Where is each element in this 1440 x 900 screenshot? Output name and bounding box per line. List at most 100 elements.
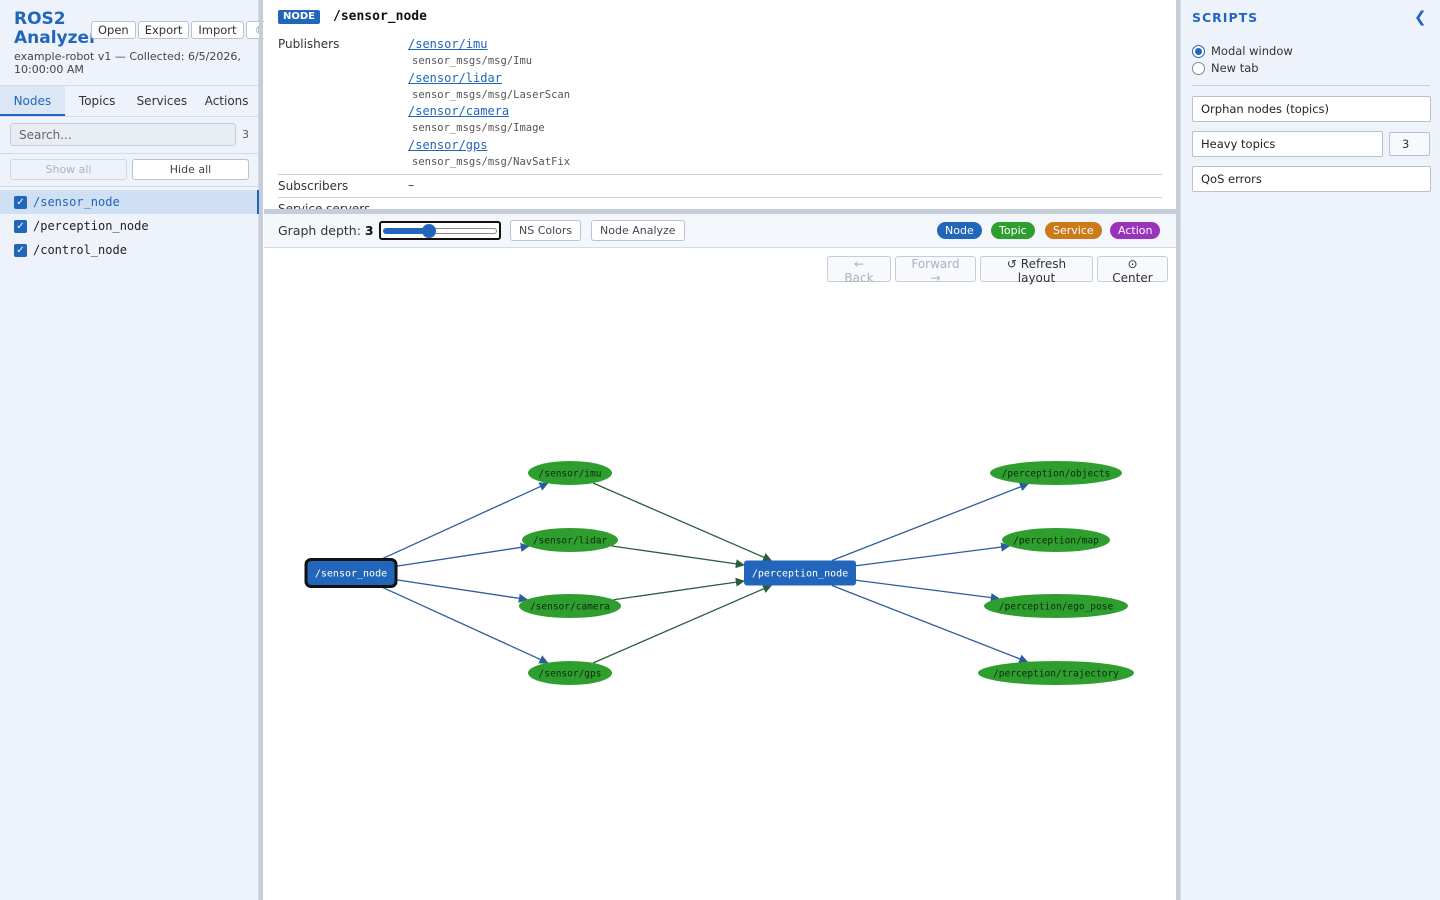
tab-services[interactable]: Services — [136, 94, 188, 108]
graph-edge — [380, 482, 549, 561]
publishers-list: /sensor/imu sensor_msgs/msg/Imu /sensor/… — [408, 36, 570, 170]
result-count: 3 — [242, 128, 249, 141]
collection-meta: example-robot v1 — Collected: 6/5/2026, … — [14, 50, 241, 76]
graph-label: /sensor_node — [315, 569, 387, 580]
graph-edge — [592, 482, 773, 562]
graph-topic-shape[interactable] — [528, 461, 612, 485]
info-panel: NODE /sensor_node Publishers /sensor/imu… — [264, 0, 1176, 210]
graph-edge — [855, 579, 1000, 603]
graph-topic-shape[interactable] — [1002, 528, 1110, 552]
topic-link[interactable]: /sensor/gps — [408, 137, 488, 152]
sidebar-resize-handle[interactable] — [259, 0, 263, 900]
radio-modal-window[interactable]: Modal window — [1192, 44, 1293, 58]
graph-label: /sensor/gps — [539, 669, 602, 680]
center-button[interactable]: ⊙ Center — [1097, 256, 1168, 285]
forward-button[interactable]: Forward → — [895, 256, 976, 285]
list-item[interactable]: ✓ /sensor_node — [0, 190, 259, 214]
graph-label: /perception/objects — [1002, 469, 1111, 480]
graph-topic[interactable]: /sensor/lidar — [522, 528, 618, 552]
subscribers-value: – — [408, 178, 414, 192]
tab-actions[interactable]: Actions — [204, 94, 249, 108]
topic-link[interactable]: /sensor/camera — [408, 104, 510, 118]
publishers-label: Publishers — [278, 37, 340, 51]
graph-topic[interactable]: /perception/objects — [990, 461, 1122, 485]
graph-topic-shape[interactable] — [522, 528, 618, 552]
graph-topic[interactable]: /sensor/camera — [519, 594, 621, 618]
back-button[interactable]: ← Back — [827, 256, 891, 285]
collapse-icon[interactable]: ❮ — [1414, 8, 1427, 26]
node-analyze-button[interactable]: Node Analyze — [591, 220, 685, 241]
graph-label: /sensor/camera — [530, 602, 610, 613]
node-list: ✓ /sensor_node ✓ /perception_node ✓ /con… — [0, 190, 259, 262]
graph-topic-shape[interactable] — [990, 461, 1122, 485]
checkbox-checked-icon[interactable]: ✓ — [14, 243, 27, 257]
graph-topic[interactable]: /perception/trajectory — [978, 661, 1134, 685]
slider-thumb[interactable] — [422, 224, 436, 238]
depth-label: Graph depth: 3 — [278, 223, 374, 238]
heavy-topics-button[interactable]: Heavy topics — [1192, 131, 1383, 157]
graph-topic[interactable]: /sensor/gps — [528, 661, 612, 685]
divider — [1192, 85, 1430, 86]
qos-errors-button[interactable]: QoS errors — [1192, 166, 1431, 192]
graph-topic[interactable]: /sensor/imu — [528, 461, 612, 485]
graph-edge — [395, 579, 528, 603]
show-all-button[interactable]: Show all — [10, 159, 127, 180]
graph-node[interactable]: /perception_node — [744, 560, 856, 586]
heavy-topics-count-input[interactable] — [1389, 132, 1430, 156]
topic-link[interactable]: /sensor/lidar — [408, 70, 502, 85]
checkbox-checked-icon[interactable]: ✓ — [14, 195, 27, 209]
graph-label: /perception/trajectory — [993, 669, 1119, 680]
divider — [0, 153, 259, 154]
radio-new-tab[interactable]: New tab — [1192, 61, 1259, 75]
graph-node-shape[interactable] — [304, 558, 398, 588]
graph-node-shape[interactable] — [744, 560, 856, 586]
list-item[interactable]: ✓ /perception_node — [0, 214, 259, 238]
graph-topic-shape[interactable] — [978, 661, 1134, 685]
orphan-nodes-button[interactable]: Orphan nodes (topics) — [1192, 96, 1431, 122]
graph-svg[interactable]: /sensor_node/perception_node/sensor/imu /… — [264, 249, 1176, 900]
tab-topics[interactable]: Topics — [78, 94, 116, 108]
sidebar: ROS2 Analyzer Open Export Import ☾ examp… — [0, 0, 270, 900]
legend-node: Node — [937, 222, 982, 239]
graph-topic-shape[interactable] — [519, 594, 621, 618]
slider-fill — [383, 228, 431, 234]
graph-topic[interactable]: /perception/ego_pose — [984, 594, 1128, 618]
graph-label: /perception/map — [1013, 536, 1099, 547]
graph-node[interactable]: /sensor_node — [304, 558, 398, 588]
graph-edge — [592, 584, 773, 664]
legend-action: Action — [1110, 222, 1161, 239]
open-button[interactable]: Open — [91, 21, 136, 39]
graph-topic-shape[interactable] — [528, 661, 612, 685]
ns-colors-button[interactable]: NS Colors — [510, 220, 582, 241]
tab-nodes[interactable]: Nodes — [0, 86, 65, 116]
radio-selected-icon[interactable] — [1192, 44, 1205, 58]
scripts-title: SCRIPTS — [1192, 10, 1259, 25]
depth-slider[interactable] — [379, 221, 501, 240]
search-input[interactable] — [10, 123, 236, 146]
graph-topic[interactable]: /perception/map — [1002, 528, 1110, 552]
app-title: ROS2 Analyzer — [14, 9, 98, 48]
graph-topic-shape[interactable] — [984, 594, 1128, 618]
graph-edge — [380, 585, 549, 664]
scripts-resize-handle[interactable] — [1176, 0, 1180, 900]
radio-unselected-icon[interactable] — [1192, 61, 1205, 75]
list-item[interactable]: ✓ /control_node — [0, 238, 259, 262]
checkbox-checked-icon[interactable]: ✓ — [14, 219, 27, 233]
graph-canvas[interactable]: /sensor_node/perception_node/sensor/imu /… — [264, 249, 1176, 900]
legend-service: Service — [1045, 222, 1102, 239]
graph-toolbar: Graph depth: 3 NS Colors Node Analyze No… — [264, 214, 1176, 248]
depth-value: 3 — [364, 223, 374, 238]
topic-link[interactable]: /sensor/imu — [408, 37, 488, 51]
panel-resize-handle[interactable] — [264, 209, 1176, 214]
refresh-layout-button[interactable]: ↺ Refresh layout — [980, 256, 1093, 285]
subscribers-label: Subscribers — [278, 179, 349, 193]
graph-edge — [831, 584, 1029, 664]
export-button[interactable]: Export — [137, 21, 190, 39]
info-title: /sensor_node — [333, 9, 427, 24]
service-servers-label: Service servers — [278, 202, 371, 210]
import-button[interactable]: Import — [191, 21, 244, 39]
graph-label: /perception_node — [752, 569, 848, 580]
graph-label: /sensor/imu — [539, 469, 602, 480]
hide-all-button[interactable]: Hide all — [132, 159, 249, 180]
